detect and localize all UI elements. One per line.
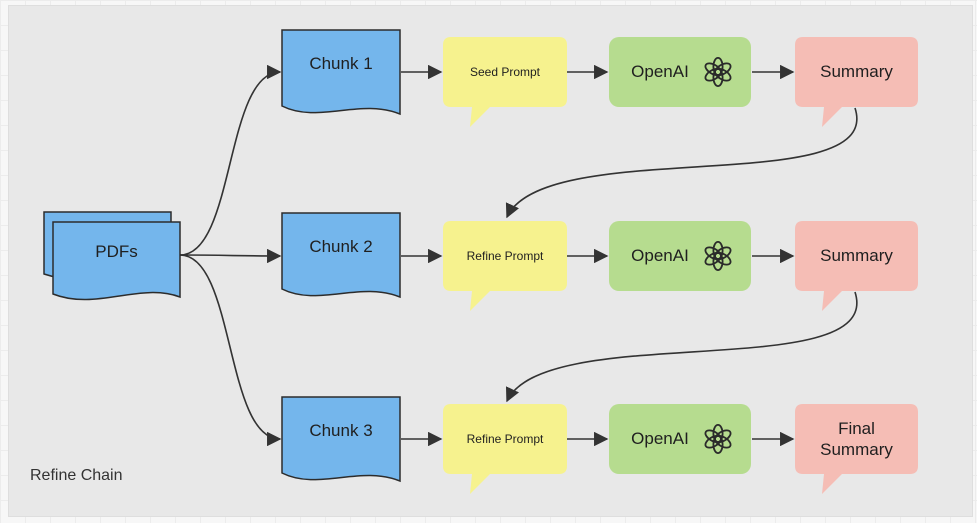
result-2-bubble[interactable] bbox=[795, 221, 918, 311]
prompt-2-bubble[interactable] bbox=[443, 221, 567, 311]
pdfs-document-stack[interactable] bbox=[43, 211, 181, 301]
connector-summary2-refine3 bbox=[506, 291, 858, 403]
chunk-3-document[interactable] bbox=[281, 396, 401, 483]
model-1-box[interactable] bbox=[609, 37, 751, 107]
result-1-bubble[interactable] bbox=[795, 37, 918, 127]
connector-summary1-refine2 bbox=[505, 107, 858, 219]
prompt-1-bubble[interactable] bbox=[443, 37, 567, 127]
pdfs-document-front bbox=[52, 221, 181, 301]
prompt-3-bubble[interactable] bbox=[443, 404, 567, 494]
chunk-2-document[interactable] bbox=[281, 212, 401, 299]
model-2-box[interactable] bbox=[609, 221, 751, 291]
connector-pdfs-chunk2 bbox=[179, 248, 282, 264]
connector-pdfs-chunk3 bbox=[179, 254, 282, 447]
chunk-1-document[interactable] bbox=[281, 29, 401, 116]
result-3-bubble[interactable] bbox=[795, 404, 918, 494]
connector-pdfs-chunk1 bbox=[179, 64, 282, 256]
model-3-box[interactable] bbox=[609, 404, 751, 474]
frame-title: Refine Chain bbox=[30, 467, 123, 484]
